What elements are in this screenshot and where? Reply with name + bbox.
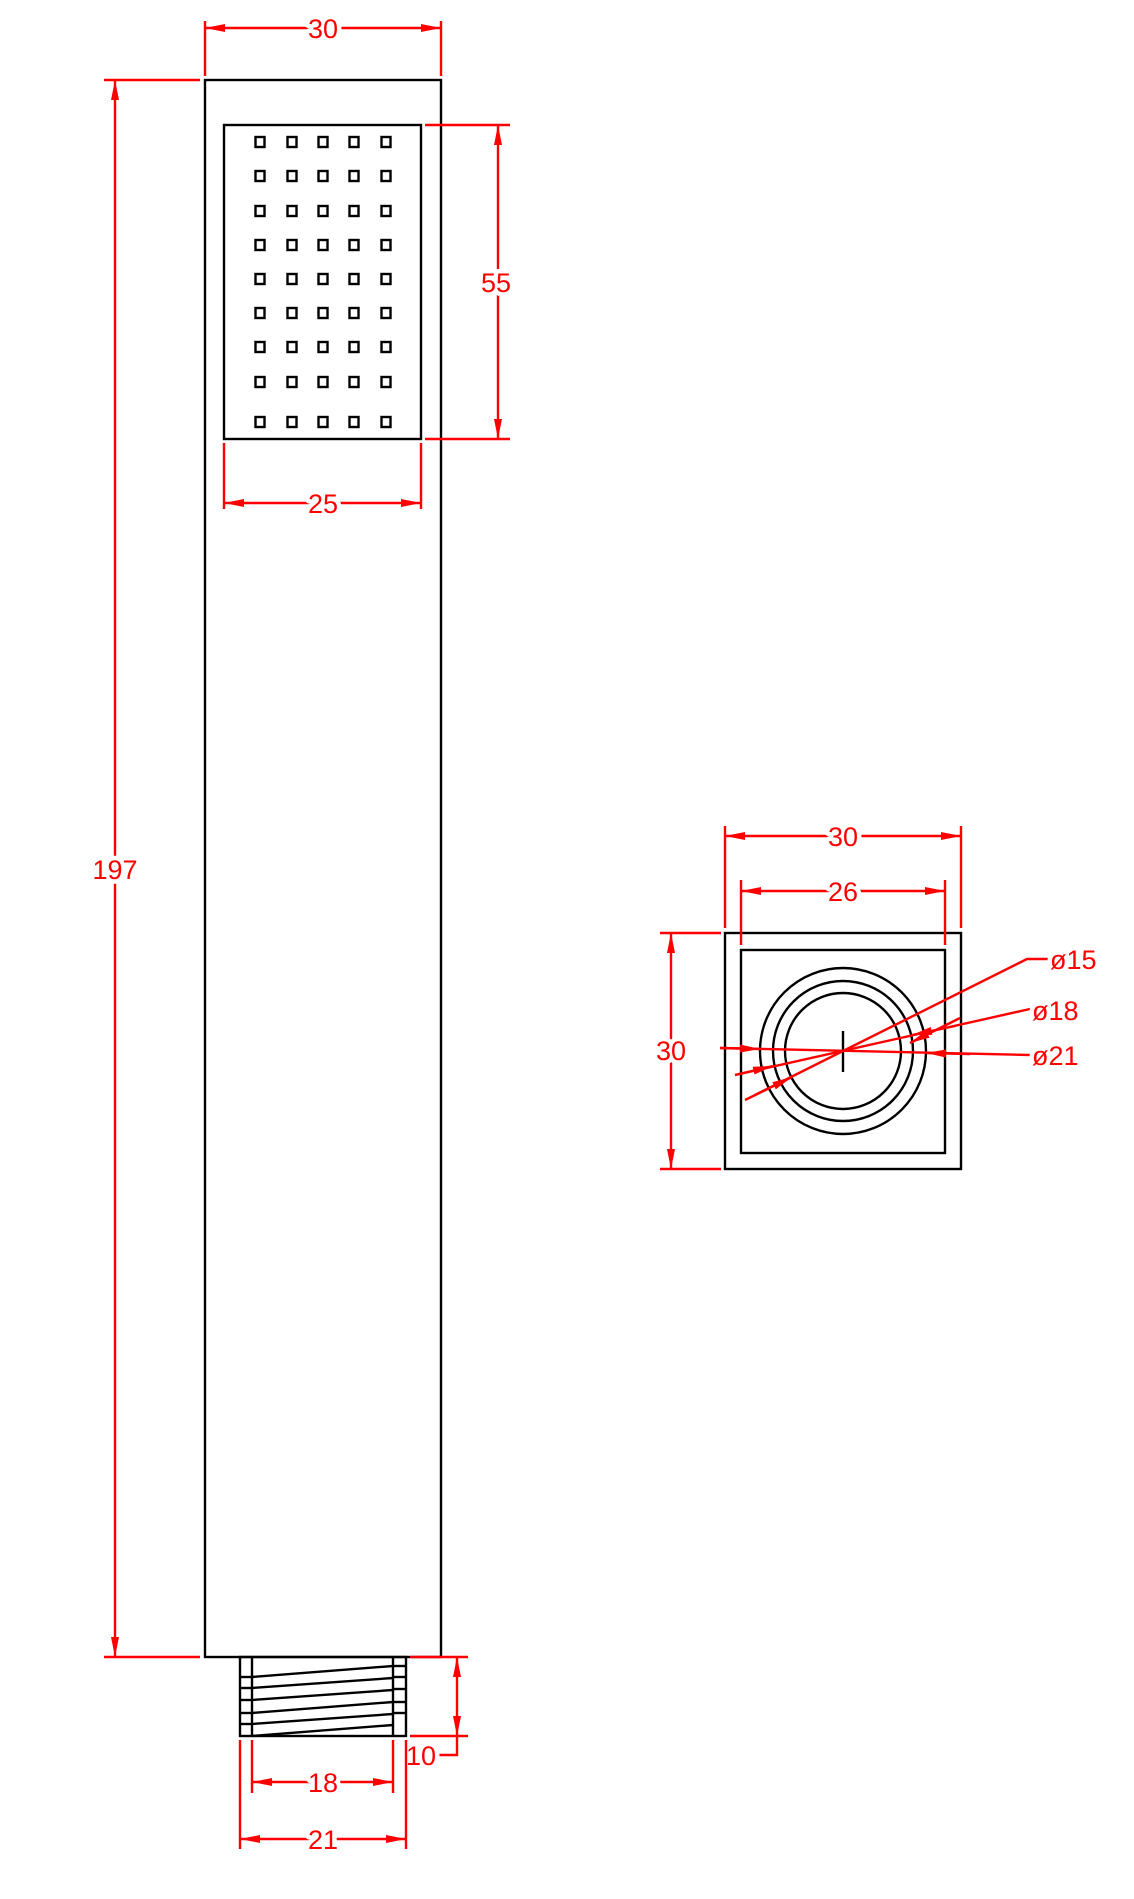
nozzle-hole <box>254 204 266 218</box>
dimension-label: ø21 <box>1032 1041 1079 1071</box>
dimension-label: 18 <box>308 1768 338 1798</box>
end-view: 30 26 30 ø15 ø18 <box>651 818 1101 1171</box>
dimension-label: 30 <box>656 1036 686 1066</box>
nozzle-hole <box>254 135 266 149</box>
nozzle-hole <box>380 306 392 320</box>
nozzle-hole <box>254 306 266 320</box>
dimension-end-outer-width: 30 <box>723 818 963 928</box>
dimension-label: 55 <box>481 268 511 298</box>
front-view: 30 197 55 25 10 <box>88 10 516 1860</box>
nozzle-hole <box>317 272 329 286</box>
nozzle-hole <box>348 204 360 218</box>
nozzle-hole <box>254 375 266 389</box>
nozzle-hole <box>380 204 392 218</box>
spray-face <box>222 123 423 441</box>
dimension-label: 197 <box>92 855 137 885</box>
thread-connector <box>238 1655 408 1738</box>
nozzle-hole <box>286 272 298 286</box>
nozzle-hole <box>317 135 329 149</box>
nozzle-hole <box>286 306 298 320</box>
nozzle-hole <box>286 238 298 252</box>
nozzle-hole <box>348 272 360 286</box>
nozzle-hole <box>317 169 329 183</box>
nozzle-hole <box>286 135 298 149</box>
nozzle-hole <box>348 135 360 149</box>
leader-diameter-21: ø21 <box>719 1037 1083 1076</box>
thread-line <box>251 1688 394 1702</box>
nozzle-hole <box>286 375 298 389</box>
thread-line <box>251 1676 394 1690</box>
nozzle-hole <box>317 375 329 389</box>
nozzle-hole <box>348 415 360 429</box>
nozzle-hole <box>380 375 392 389</box>
dimension-label: ø18 <box>1032 996 1079 1026</box>
nozzle-hole <box>380 238 392 252</box>
circle-18 <box>771 979 915 1123</box>
dimension-thread-outer: 21 <box>238 1740 408 1860</box>
nozzle-hole <box>254 340 266 354</box>
dimension-label: 10 <box>406 1741 436 1771</box>
leader-diameter-18: ø18 <box>734 992 1083 1077</box>
dimension-thread-length: 10 <box>401 1655 468 1776</box>
nozzle-grid <box>254 135 392 429</box>
dimension-end-height: 30 <box>651 931 721 1171</box>
nozzle-hole <box>254 238 266 252</box>
nozzle-hole <box>254 272 266 286</box>
dimension-label: 25 <box>308 489 338 519</box>
dimension-label: 30 <box>308 14 338 44</box>
nozzle-hole <box>380 135 392 149</box>
nozzle-hole <box>380 169 392 183</box>
nozzle-hole <box>348 238 360 252</box>
nozzle-hole <box>254 415 266 429</box>
thread-line <box>251 1700 394 1715</box>
nozzle-hole <box>254 169 266 183</box>
thread-line <box>251 1712 394 1726</box>
nozzle-hole <box>286 204 298 218</box>
nozzle-hole <box>380 415 392 429</box>
nozzle-hole <box>380 340 392 354</box>
dimension-spray-width: 25 <box>222 443 423 524</box>
leader-diameter-15: ø15 <box>744 941 1101 1102</box>
nozzle-hole <box>317 306 329 320</box>
nozzle-hole <box>348 169 360 183</box>
nozzle-hole <box>317 415 329 429</box>
dimension-label: 21 <box>308 1825 338 1855</box>
nozzle-hole <box>317 204 329 218</box>
nozzle-hole <box>286 169 298 183</box>
nozzle-hole <box>348 375 360 389</box>
nozzle-hole <box>348 340 360 354</box>
dimension-label: 26 <box>828 877 858 907</box>
outer-square <box>723 931 963 1171</box>
nozzle-hole <box>348 306 360 320</box>
nozzle-hole <box>317 238 329 252</box>
nozzle-hole <box>317 340 329 354</box>
dimension-label: 30 <box>828 822 858 852</box>
dimension-body-length: 197 <box>88 78 200 1659</box>
nozzle-hole <box>286 415 298 429</box>
handle-body <box>203 78 443 1659</box>
nozzle-hole <box>380 272 392 286</box>
dimension-body-width: 30 <box>203 10 443 76</box>
thread-line <box>251 1664 394 1679</box>
dimension-spray-height: 55 <box>425 123 516 441</box>
dimension-end-inner-width: 26 <box>739 873 947 945</box>
dimension-label: ø15 <box>1050 945 1097 975</box>
thread-line <box>251 1723 394 1738</box>
nozzle-hole <box>286 340 298 354</box>
dimension-thread-inner: 18 <box>250 1740 395 1803</box>
